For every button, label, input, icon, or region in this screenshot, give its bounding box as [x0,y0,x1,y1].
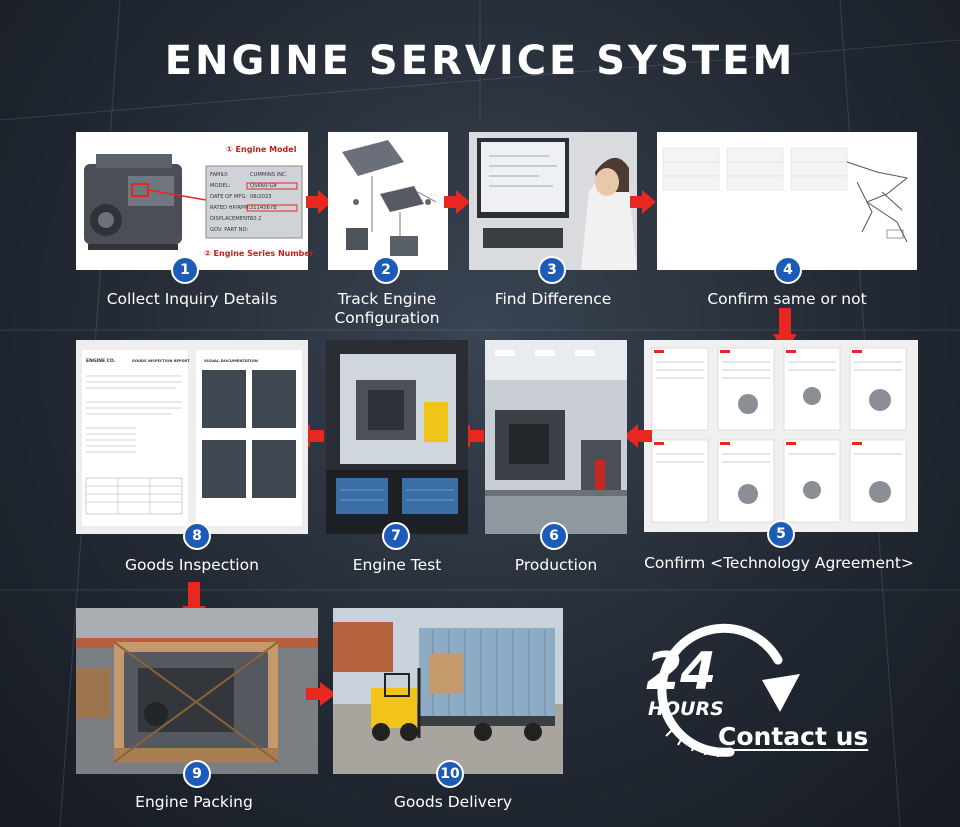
plate-value: 60.2 [250,216,262,222]
arrow-right-icon [306,190,332,214]
plate-key: DISPLACEMENT: [210,216,252,222]
step-2-label: Track Engine Configuration [334,290,440,327]
step-6-label: Production [514,556,598,574]
arrow-right-icon [630,190,656,214]
engine-model-label: ① Engine Model [226,145,297,154]
report-heading: GOODS INSPECTION REPORT [132,359,190,363]
step-7-label: Engine Test [352,556,442,574]
badge-hours: HOURS [648,698,724,720]
production-line-photo [485,340,627,534]
plate-value: QSK60-G8 [250,183,277,189]
plate-key: RATED HP/RPM: [210,205,251,211]
step-3-label: Find Difference [494,290,612,308]
badge-24: 24 [646,642,716,702]
step-4-image [657,132,917,270]
plate-value: CUMMINS INC. [250,172,288,178]
step-4-badge: 4 [774,256,802,284]
step-5-label: Confirm <Technology Agreement> [644,554,914,572]
engine-parts-illustration [328,132,448,270]
step-5-badge: 5 [767,520,795,548]
step-6-image [485,340,627,534]
step-3-image [469,132,637,270]
step-10-image [333,608,563,774]
step-7-image [326,340,468,534]
report-photo-heading: VISUAL DOCUMENTATION [204,358,258,363]
inspection-report-document: ENGINE CO. GOODS INSPECTION REPORT VISUA… [76,340,308,534]
plate-value: 08/2023 [250,194,272,200]
step-9-badge: 9 [183,760,211,788]
engine-series-label: ② Engine Series Number [204,249,314,258]
clock-24-hours-icon [657,623,800,757]
step-8-label: Goods Inspection [125,556,259,574]
plate-value: 3114567B [250,205,277,211]
plate-key: DATE OF MFG: [210,194,247,200]
step-2-badge: 2 [372,256,400,284]
step-9-image [76,608,318,774]
engine-test-room-photo [326,340,468,534]
step-3-badge: 3 [538,256,566,284]
contact-us-link[interactable]: Contact us [718,722,869,751]
step-1-image: ① Engine Model ② Engine Series Number FA… [76,132,314,270]
step-4-label: Confirm same or not [707,290,867,308]
plate-key: FAMILY: [210,172,229,178]
engineer-computer-photo [469,132,637,270]
step-9-label: Engine Packing [135,793,253,811]
page-title: ENGINE SERVICE SYSTEM [164,38,796,84]
engine-packing-photo [76,608,318,774]
step-8-badge: 8 [183,522,211,550]
arrow-right-icon [306,682,336,706]
goods-delivery-photo [333,608,563,774]
step-5-image [644,340,918,532]
step-1-label: Collect Inquiry Details [106,290,278,308]
step-7-badge: 7 [382,522,410,550]
step-8-image: ENGINE CO. GOODS INSPECTION REPORT VISUA… [76,340,308,534]
step-10-badge: 10 [436,760,464,788]
arrow-left-icon [624,424,652,448]
wiring-diagram-document [657,132,917,270]
step-10-label: Goods Delivery [393,793,513,811]
step-1-badge: 1 [171,256,199,284]
plate-key: MODEL: [210,183,231,189]
plate-key: GOV. PART NO: [210,227,248,233]
step-6-badge: 6 [540,522,568,550]
step-2-image [328,132,448,270]
arrow-right-icon [444,190,470,214]
technology-agreement-sheets [644,340,918,532]
engine-nameplate-illustration: ① Engine Model ② Engine Series Number FA… [76,132,314,270]
report-brand: ENGINE CO. [86,358,116,364]
